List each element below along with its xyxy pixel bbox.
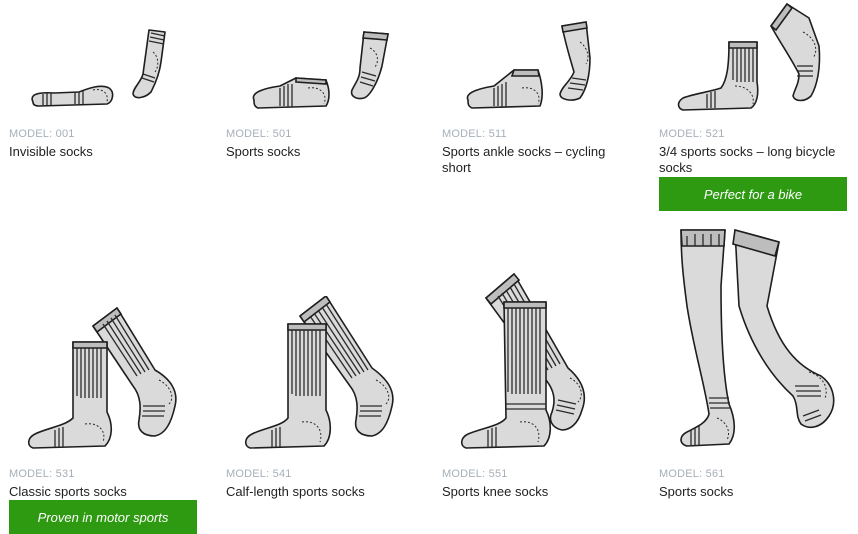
product-card-521[interactable]: MODEL: 521 3/4 sports socks – long bicyc… xyxy=(659,0,849,214)
model-number: MODEL: 551 xyxy=(442,468,508,480)
model-number: MODEL: 521 xyxy=(659,128,725,140)
calf-length-socks-image[interactable] xyxy=(226,296,416,456)
model-number: MODEL: 561 xyxy=(659,468,725,480)
ankle-socks-image[interactable] xyxy=(442,18,632,112)
product-name[interactable]: Sports socks xyxy=(226,144,301,159)
model-number: MODEL: 501 xyxy=(226,128,292,140)
product-name[interactable]: Invisible socks xyxy=(9,144,93,159)
product-name[interactable]: Sports ankle socks – cycling short xyxy=(442,144,606,175)
over-knee-socks-image[interactable] xyxy=(659,226,849,452)
product-name[interactable]: Sports knee socks xyxy=(442,484,549,499)
invisible-socks-image[interactable] xyxy=(9,22,199,112)
product-card-001[interactable]: MODEL: 001 Invisible socks xyxy=(9,0,199,180)
product-card-531[interactable]: MODEL: 531 Classic sports socks Proven i… xyxy=(9,222,199,534)
product-name[interactable]: Classic sports socks xyxy=(9,484,127,499)
product-name[interactable]: Sports socks xyxy=(659,484,734,499)
model-number: MODEL: 001 xyxy=(9,128,75,140)
product-card-511[interactable]: MODEL: 511 Sports ankle socks – cycling … xyxy=(442,0,632,180)
knee-socks-image[interactable] xyxy=(442,272,632,456)
product-card-541[interactable]: MODEL: 541 Calf-length sports socks xyxy=(226,222,416,534)
classic-sports-socks-image[interactable] xyxy=(9,306,199,456)
three-quarter-socks-image[interactable] xyxy=(659,2,849,112)
perfect-for-bike-badge[interactable]: Perfect for a bike xyxy=(659,177,847,211)
product-card-561[interactable]: MODEL: 561 Sports socks xyxy=(659,222,849,534)
product-card-551[interactable]: MODEL: 551 Sports knee socks xyxy=(442,222,632,534)
product-name[interactable]: Calf-length sports socks xyxy=(226,484,365,499)
proven-in-motor-sports-badge[interactable]: Proven in motor sports xyxy=(9,500,197,534)
low-sports-socks-image[interactable] xyxy=(226,22,416,112)
product-name[interactable]: 3/4 sports socks – long bicycle socks xyxy=(659,144,836,175)
model-number: MODEL: 531 xyxy=(9,468,75,480)
product-card-501[interactable]: MODEL: 501 Sports socks xyxy=(226,0,416,180)
model-number: MODEL: 541 xyxy=(226,468,292,480)
model-number: MODEL: 511 xyxy=(442,128,507,140)
